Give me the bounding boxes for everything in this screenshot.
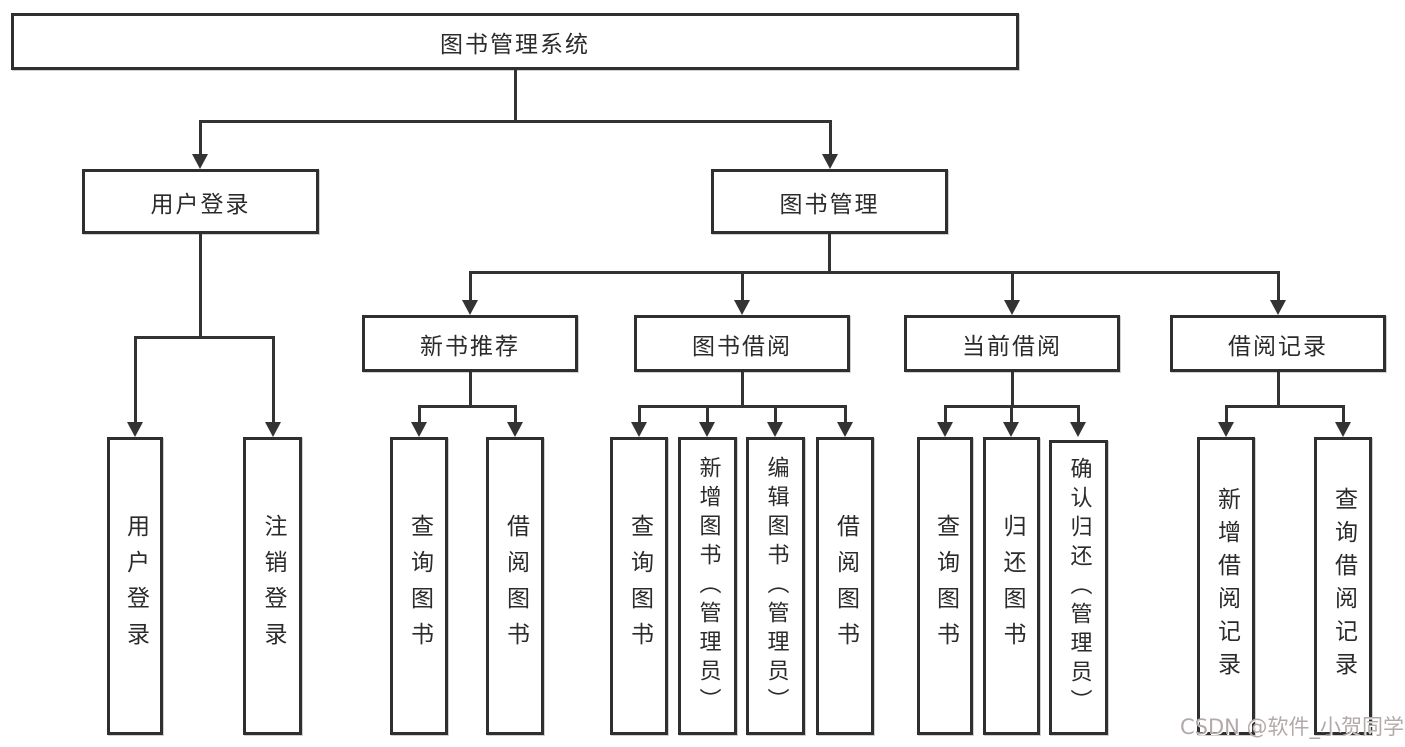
- connector-records-stem: [1277, 372, 1280, 405]
- arrow-to-book-management: [822, 120, 838, 169]
- arrow-to-query-books-borrow: [631, 405, 647, 437]
- node-login: 用户登录: [107, 437, 163, 735]
- arrow-to-user-login: [192, 120, 208, 169]
- connector-book-management-stem: [828, 234, 831, 271]
- arrow-to-confirm-return-admin: [1070, 405, 1086, 437]
- node-logout: 注销登录: [243, 437, 302, 735]
- arrow-to-new-book-recommendation: [462, 271, 478, 315]
- node-add-borrow-record: 新增借阅记录: [1197, 437, 1255, 735]
- connector-book-management-split: [470, 271, 1280, 274]
- arrow-to-book-borrowing: [734, 271, 750, 315]
- node-edit-books-admin: 编辑图书（管理员）: [746, 437, 805, 735]
- node-borrow-books-recommend: 借阅图书: [486, 437, 544, 735]
- watermark: CSDN @软件_小贺同学: [1180, 715, 1405, 739]
- connector-recommendation-split: [419, 405, 515, 408]
- node-book-borrowing: 图书借阅: [634, 315, 850, 372]
- node-query-books-current: 查询图书: [917, 437, 973, 735]
- node-system-root: 图书管理系统: [11, 13, 1019, 70]
- arrow-to-current-borrowing: [1004, 271, 1020, 315]
- node-new-book-recommendation: 新书推荐: [362, 315, 578, 372]
- arrow-to-edit-books-admin: [767, 405, 783, 437]
- arrow-to-logout-leaf: [265, 336, 281, 437]
- node-return-books: 归还图书: [983, 437, 1040, 735]
- arrow-to-borrow-books-recommend: [507, 405, 523, 437]
- arrow-to-borrow-books-borrow: [837, 405, 853, 437]
- arrow-to-add-borrow-record: [1218, 405, 1234, 437]
- connector-borrowing-split: [639, 405, 845, 408]
- arrow-to-query-borrow-record: [1335, 405, 1351, 437]
- node-borrowing-records: 借阅记录: [1170, 315, 1386, 372]
- node-current-borrowing: 当前借阅: [904, 315, 1120, 372]
- node-book-management: 图书管理: [711, 169, 948, 234]
- arrow-to-query-books-recommend: [411, 405, 427, 437]
- node-user-login: 用户登录: [82, 169, 319, 234]
- connector-current-stem: [1011, 372, 1014, 405]
- node-confirm-return-admin: 确认归还（管理员）: [1049, 440, 1108, 735]
- connector-borrowing-stem: [741, 372, 744, 405]
- node-query-books-recommend: 查询图书: [390, 437, 448, 735]
- connector-recommendation-stem: [469, 372, 472, 405]
- arrow-to-return-books: [1003, 405, 1019, 437]
- connector-user-login-split: [134, 336, 275, 339]
- node-query-borrow-record: 查询借阅记录: [1314, 437, 1372, 735]
- connector-root-stem: [514, 70, 517, 120]
- arrow-to-login-leaf: [127, 336, 143, 437]
- arrow-to-query-books-current: [937, 405, 953, 437]
- arrow-to-add-books-admin: [699, 405, 715, 437]
- node-borrow-books-borrow: 借阅图书: [816, 437, 874, 735]
- node-add-books-admin: 新增图书（管理员）: [678, 437, 737, 735]
- connector-root-split: [199, 120, 831, 123]
- arrow-to-borrowing-records: [1270, 271, 1286, 315]
- connector-user-login-stem: [199, 234, 202, 336]
- connector-records-split: [1226, 405, 1343, 408]
- node-query-books-borrow: 查询图书: [610, 437, 668, 735]
